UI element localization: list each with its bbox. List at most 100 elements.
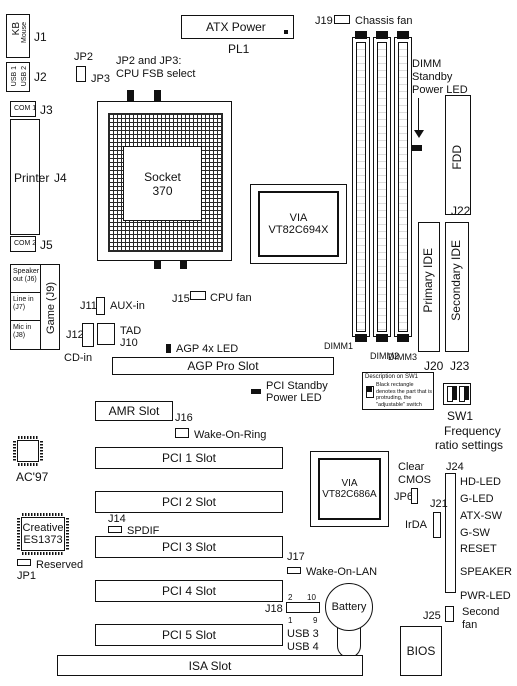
j18-pin2-label: 2 — [288, 593, 293, 602]
battery-label: Battery — [331, 601, 367, 613]
j12-label: J12 — [66, 329, 84, 341]
hd-led-label: HD-LED — [460, 476, 501, 488]
g-led-label: G-LED — [460, 493, 494, 505]
pci3-label: PCI 3 Slot — [161, 540, 217, 554]
tad-label: TAD — [120, 325, 142, 337]
dimm-led-label-2: Standby — [412, 71, 453, 83]
north-bridge-chip: VIA VT82C694X — [258, 191, 339, 257]
secondary-ide-label: Secondary IDE — [449, 240, 463, 321]
cd-in-label: CD-in — [64, 352, 93, 364]
agp-slot-label: AGP Pro Slot — [187, 359, 259, 373]
speaker-out-label: Speaker out (J6) — [13, 268, 40, 283]
isa-slot-label: ISA Slot — [188, 658, 232, 673]
line-in-label: Line in (J7) — [13, 296, 34, 311]
dimm-clip — [376, 334, 388, 342]
game-label: Game (J9) — [45, 282, 57, 334]
j20-label: J20 — [424, 359, 444, 373]
fdd-connector — [445, 95, 471, 215]
j1-label: J1 — [34, 30, 47, 44]
dimm-led-label-3: Power LED — [412, 84, 468, 96]
wol-header — [287, 567, 301, 574]
clear-cmos-label-1: Clear — [398, 461, 425, 473]
pci5-label: PCI 5 Slot — [161, 628, 217, 642]
via1-label-1: VIA — [289, 212, 308, 224]
usb2-label: USB 2 — [21, 66, 28, 87]
usb3-label: USB 3 — [287, 628, 319, 640]
dimm-clip — [397, 31, 409, 39]
creative-pins — [66, 518, 69, 550]
dimm-led-label-1: DIMM — [412, 58, 442, 70]
usb4-label: USB 4 — [287, 641, 319, 653]
socket-label-1: Socket — [144, 169, 181, 184]
creative-pins — [22, 513, 64, 516]
spdif-label: SPDIF — [127, 525, 160, 537]
audio-divider — [10, 320, 40, 321]
ac97-pins — [40, 441, 43, 461]
j18-pin9-label: 9 — [313, 616, 318, 625]
j11-label: J11 — [80, 300, 97, 312]
audio-divider — [40, 264, 41, 350]
second-fan-label-2: fan — [462, 619, 478, 631]
jp2-label: JP2 — [74, 51, 93, 63]
dimm-led-arrowhead — [414, 130, 424, 138]
pci-led-label-1: PCI Standby — [266, 380, 328, 392]
pwr-led-label: PWR-LED — [460, 590, 511, 602]
com1-port — [10, 101, 36, 117]
atx-power-label: ATX Power — [206, 20, 266, 34]
cpu-fan-label: CPU fan — [210, 292, 252, 304]
com1-label: COM 1 — [14, 105, 37, 112]
freq-label-2: ratio settings — [435, 438, 504, 452]
printer-label: Printer — [14, 171, 50, 185]
com2-port — [10, 236, 36, 252]
dimm3-slot — [394, 37, 412, 337]
aux-in-label: AUX-in — [110, 300, 145, 312]
socket-lever-right — [154, 90, 161, 104]
j21-label: J21 — [430, 498, 448, 510]
speaker-label: SPEAKER — [460, 566, 512, 578]
j3-label: J3 — [40, 103, 53, 117]
via2-label-2: VT82C686A — [322, 489, 377, 500]
irda-label: IrDA — [405, 519, 427, 531]
dimm-clip — [355, 334, 367, 342]
j18-label: J18 — [265, 603, 283, 615]
clear-cmos-label-2: CMOS — [398, 474, 431, 486]
g-sw-label: G-SW — [460, 527, 490, 539]
j18-pin1-label: 1 — [288, 616, 293, 625]
j10-label: J10 — [120, 337, 138, 349]
dimm2-label: DIMM2 — [370, 351, 399, 361]
j23-label: J23 — [450, 359, 470, 373]
creative-pins — [22, 552, 64, 555]
chassis-fan-connector — [334, 15, 350, 24]
agp-pro-slot: AGP Pro Slot — [112, 357, 334, 375]
socket-foot-right — [180, 261, 187, 269]
dimm-clip — [376, 31, 388, 39]
tad-header — [97, 323, 115, 345]
j18-pin10-label: 10 — [307, 593, 316, 602]
front-panel-header — [445, 473, 456, 593]
mic-in-label: Mic in (J8) — [13, 324, 32, 339]
socket-lever-left — [127, 90, 134, 104]
secondary-ide-connector — [445, 222, 469, 352]
creative-chip: Creative ES1373 — [21, 517, 65, 551]
printer-port — [10, 119, 40, 235]
j16-label: J16 — [175, 412, 193, 424]
usb12-port — [6, 62, 30, 92]
wor-label: Wake-On-Ring — [194, 429, 267, 441]
pci1-slot: PCI 1 Slot — [95, 447, 283, 469]
pci5-slot: PCI 5 Slot — [95, 624, 283, 646]
reset-label: RESET — [460, 543, 497, 555]
battery: Battery — [325, 583, 373, 631]
jp2-jp3-note-1: JP2 and JP3: — [116, 55, 182, 67]
primary-ide-label: Primary IDE — [421, 248, 435, 313]
jp1-label: JP1 — [17, 570, 36, 582]
socket-label-2: 370 — [152, 183, 173, 198]
socket-foot-left — [154, 261, 161, 269]
wol-label: Wake-On-LAN — [306, 566, 378, 578]
isa-slot: ISA Slot — [57, 655, 363, 676]
sw1-desc-title: Description on SW1 — [365, 374, 419, 380]
ac97-label: AC'97 — [16, 470, 49, 484]
dimm-clip — [397, 334, 409, 342]
kb-mouse-port — [6, 14, 30, 58]
dimm1-slot — [352, 37, 370, 337]
agp-led-label: AGP 4x LED — [176, 343, 239, 355]
